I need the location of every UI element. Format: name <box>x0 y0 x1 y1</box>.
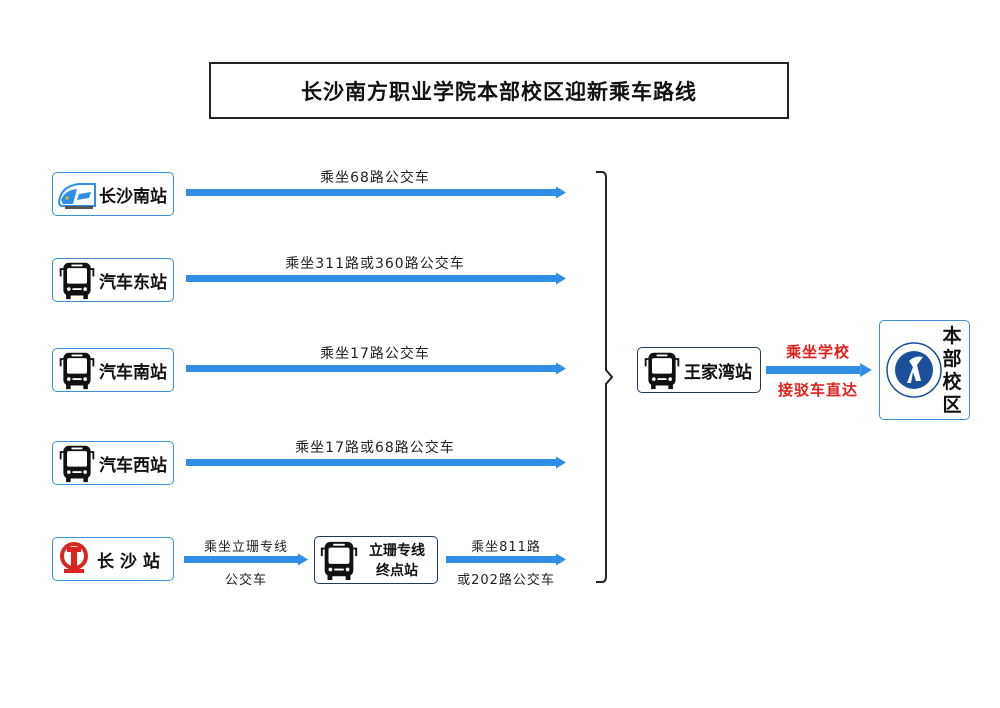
bus-icon <box>319 539 359 581</box>
route-label: 乘坐立珊专线 <box>203 540 288 555</box>
bus-icon <box>57 350 97 390</box>
station-label-line1: 立珊专线 <box>369 543 425 559</box>
shuttle-label-top: 乘坐学校 <box>785 343 850 361</box>
bus-icon <box>57 443 97 483</box>
route-arrow <box>184 553 308 565</box>
high-speed-train-icon <box>57 183 96 209</box>
station-label: 王家湾站 <box>684 362 752 383</box>
route-label: 或202路公交车 <box>457 573 555 588</box>
page-title: 长沙南方职业学院本部校区迎新乘车路线 <box>209 62 789 119</box>
route-label: 乘坐17路公交车 <box>320 346 430 362</box>
destination-label: 本 部 校 区 <box>941 325 963 417</box>
bus-icon <box>642 350 682 390</box>
route-label: 公交车 <box>224 573 267 588</box>
campus-char: 区 <box>942 394 962 416</box>
grouping-brace <box>596 171 614 583</box>
station-label: 长沙南站 <box>99 186 167 207</box>
campus-char: 本 <box>942 325 962 347</box>
station-label: 汽车西站 <box>99 455 167 476</box>
station-bus-east: 汽车东站 <box>52 258 174 302</box>
station-changsha-railway: 长 沙 站 <box>52 537 174 581</box>
shuttle-arrow <box>766 363 872 376</box>
route-arrow <box>186 186 566 198</box>
station-wangjiawan: 王家湾站 <box>637 347 761 393</box>
station-label: 汽车南站 <box>99 362 167 383</box>
route-arrow <box>186 456 566 468</box>
station-lishan-terminal: 立珊专线 终点站 <box>314 536 438 584</box>
station-bus-south: 汽车南站 <box>52 348 174 392</box>
route-label: 乘坐68路公交车 <box>320 170 430 186</box>
route-label: 乘坐311路或360路公交车 <box>285 256 465 272</box>
station-label: 汽车东站 <box>99 272 167 293</box>
bus-icon <box>57 260 97 300</box>
station-bus-west: 汽车西站 <box>52 441 174 485</box>
route-label: 乘坐17路或68路公交车 <box>295 440 455 456</box>
campus-char: 部 <box>942 348 962 370</box>
station-changsha-south: 长沙南站 <box>52 172 174 216</box>
destination-main-campus: 本 部 校 区 <box>879 320 970 420</box>
station-label: 长 沙 站 <box>97 551 160 572</box>
station-label-line2: 终点站 <box>376 563 418 579</box>
route-arrow <box>186 272 566 284</box>
shuttle-label-bottom: 接驳车直达 <box>777 381 858 399</box>
china-railway-logo-icon <box>60 542 88 573</box>
route-arrow <box>186 362 566 374</box>
school-logo-icon <box>886 342 942 398</box>
campus-char: 校 <box>942 371 962 393</box>
route-label: 乘坐811路 <box>471 540 541 555</box>
route-arrow <box>446 553 566 565</box>
